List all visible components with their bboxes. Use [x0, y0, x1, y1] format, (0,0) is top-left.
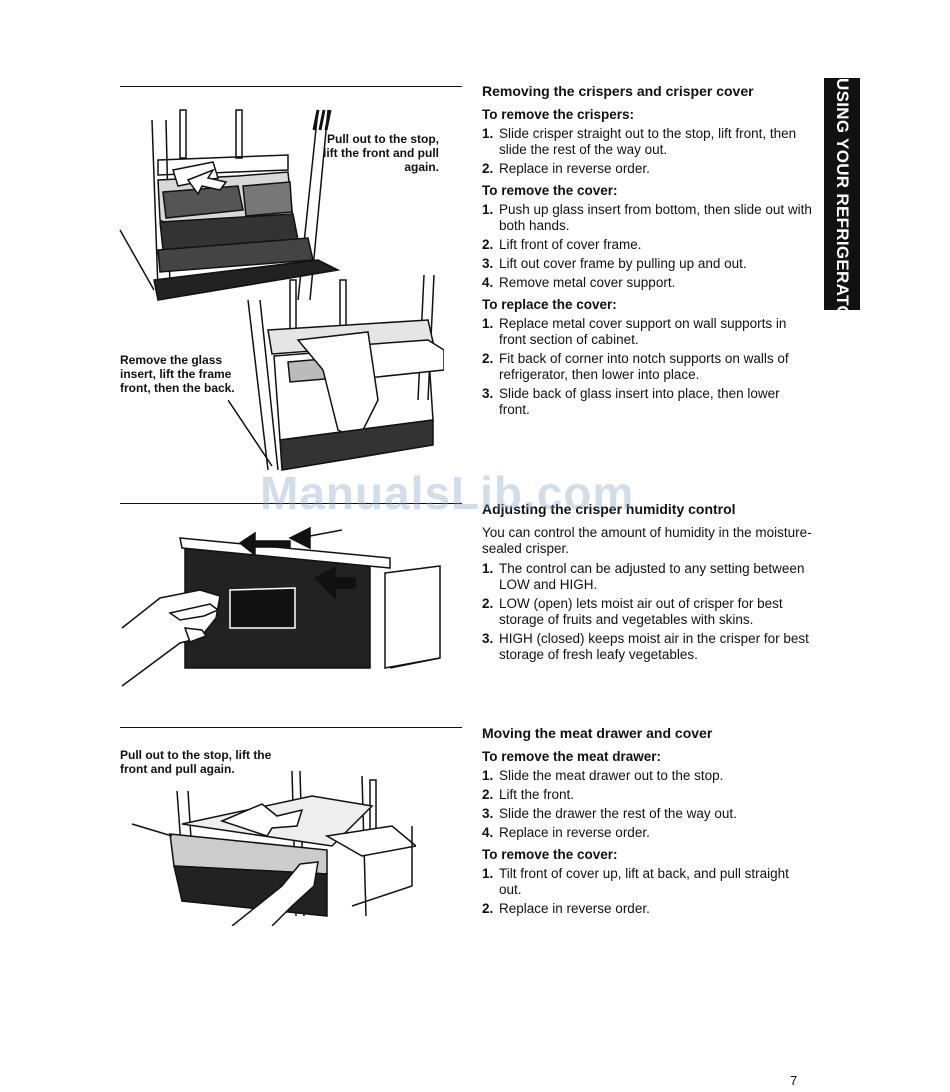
list-item: 1.Replace metal cover support on wall su…	[482, 316, 787, 347]
meat-drawer-illustration	[131, 770, 416, 926]
section-meat-drawer: Moving the meat drawer and cover To remo…	[482, 725, 812, 923]
heading-remove-crispers: To remove the crispers:	[482, 107, 635, 122]
list-item: 3.Slide back of glass insert into place,…	[482, 386, 780, 417]
list-item: 4.Remove metal cover support.	[482, 275, 676, 290]
section-rule-middle	[120, 503, 462, 504]
list-item: 3.HIGH (closed) keeps moist air in the c…	[482, 631, 809, 662]
section-rule-bottom	[120, 727, 462, 728]
list-item: 2.Lift front of cover frame.	[482, 237, 642, 252]
list-item: 1.Slide crisper straight out to the stop…	[482, 126, 797, 157]
heading-remove-meat-cover: To remove the cover:	[482, 847, 618, 862]
list-item: 1.Tilt front of cover up, lift at back, …	[482, 866, 789, 897]
list-item: 2.Replace in reverse order.	[482, 901, 650, 916]
heading-remove-cover: To remove the cover:	[482, 183, 618, 198]
list-humidity-steps: 1.The control can be adjusted to any set…	[482, 561, 812, 663]
callout-remove-glass-insert: Remove the glass insert, lift the frame …	[120, 353, 235, 395]
side-tab: USING YOUR REFRIGERATOR	[824, 78, 860, 310]
list-item: 1.Slide the meat drawer out to the stop.	[482, 768, 724, 783]
watermark: ManualsLib.com	[260, 467, 635, 519]
list-remove-crispers: 1.Slide crisper straight out to the stop…	[482, 126, 812, 177]
crisper-cover-illustration	[228, 274, 444, 471]
list-item: 4.Replace in reverse order.	[482, 825, 650, 840]
list-item: 3.Lift out cover frame by pulling up and…	[482, 256, 747, 271]
list-item: 2.Lift the front.	[482, 787, 575, 802]
list-remove-cover: 1.Push up glass insert from bottom, then…	[482, 202, 812, 291]
list-item: 2.LOW (open) lets moist air out of crisp…	[482, 596, 783, 627]
crisper-pullout-illustration	[119, 109, 341, 301]
section-title-crispers: Removing the crispers and crisper cover	[482, 83, 754, 99]
list-item: 2.Fit back of corner into notch supports…	[482, 351, 789, 382]
list-replace-cover: 1.Replace metal cover support on wall su…	[482, 316, 812, 418]
section-rule-top	[120, 86, 462, 87]
section-title-meat-drawer: Moving the meat drawer and cover	[482, 725, 713, 741]
list-item: 2.Replace in reverse order.	[482, 161, 650, 176]
list-item: 1.The control can be adjusted to any set…	[482, 561, 805, 592]
humidity-control-illustration	[121, 526, 441, 687]
callout-pull-out-meat-drawer: Pull out to the stop, lift the front and…	[120, 748, 272, 776]
section-title-humidity: Adjusting the crisper humidity control	[482, 501, 736, 517]
humidity-intro: You can control the amount of humidity i…	[482, 525, 812, 556]
section-humidity-control: Adjusting the crisper humidity control Y…	[482, 501, 812, 669]
list-item: 3.Slide the drawer the rest of the way o…	[482, 806, 737, 821]
section-crispers: Removing the crispers and crisper cover …	[482, 83, 812, 424]
list-item: 1.Push up glass insert from bottom, then…	[482, 202, 812, 233]
list-remove-meat-drawer: 1.Slide the meat drawer out to the stop.…	[482, 768, 812, 841]
side-tab-label: USING YOUR REFRIGERATOR	[833, 78, 852, 310]
heading-remove-meat-drawer: To remove the meat drawer:	[482, 749, 662, 764]
list-remove-meat-cover: 1.Tilt front of cover up, lift at back, …	[482, 866, 812, 917]
heading-replace-cover: To replace the cover:	[482, 297, 617, 312]
callout-pull-out-crisper: Pull out to the stop, lift the front and…	[323, 132, 439, 174]
page-number: 7	[790, 1073, 798, 1088]
